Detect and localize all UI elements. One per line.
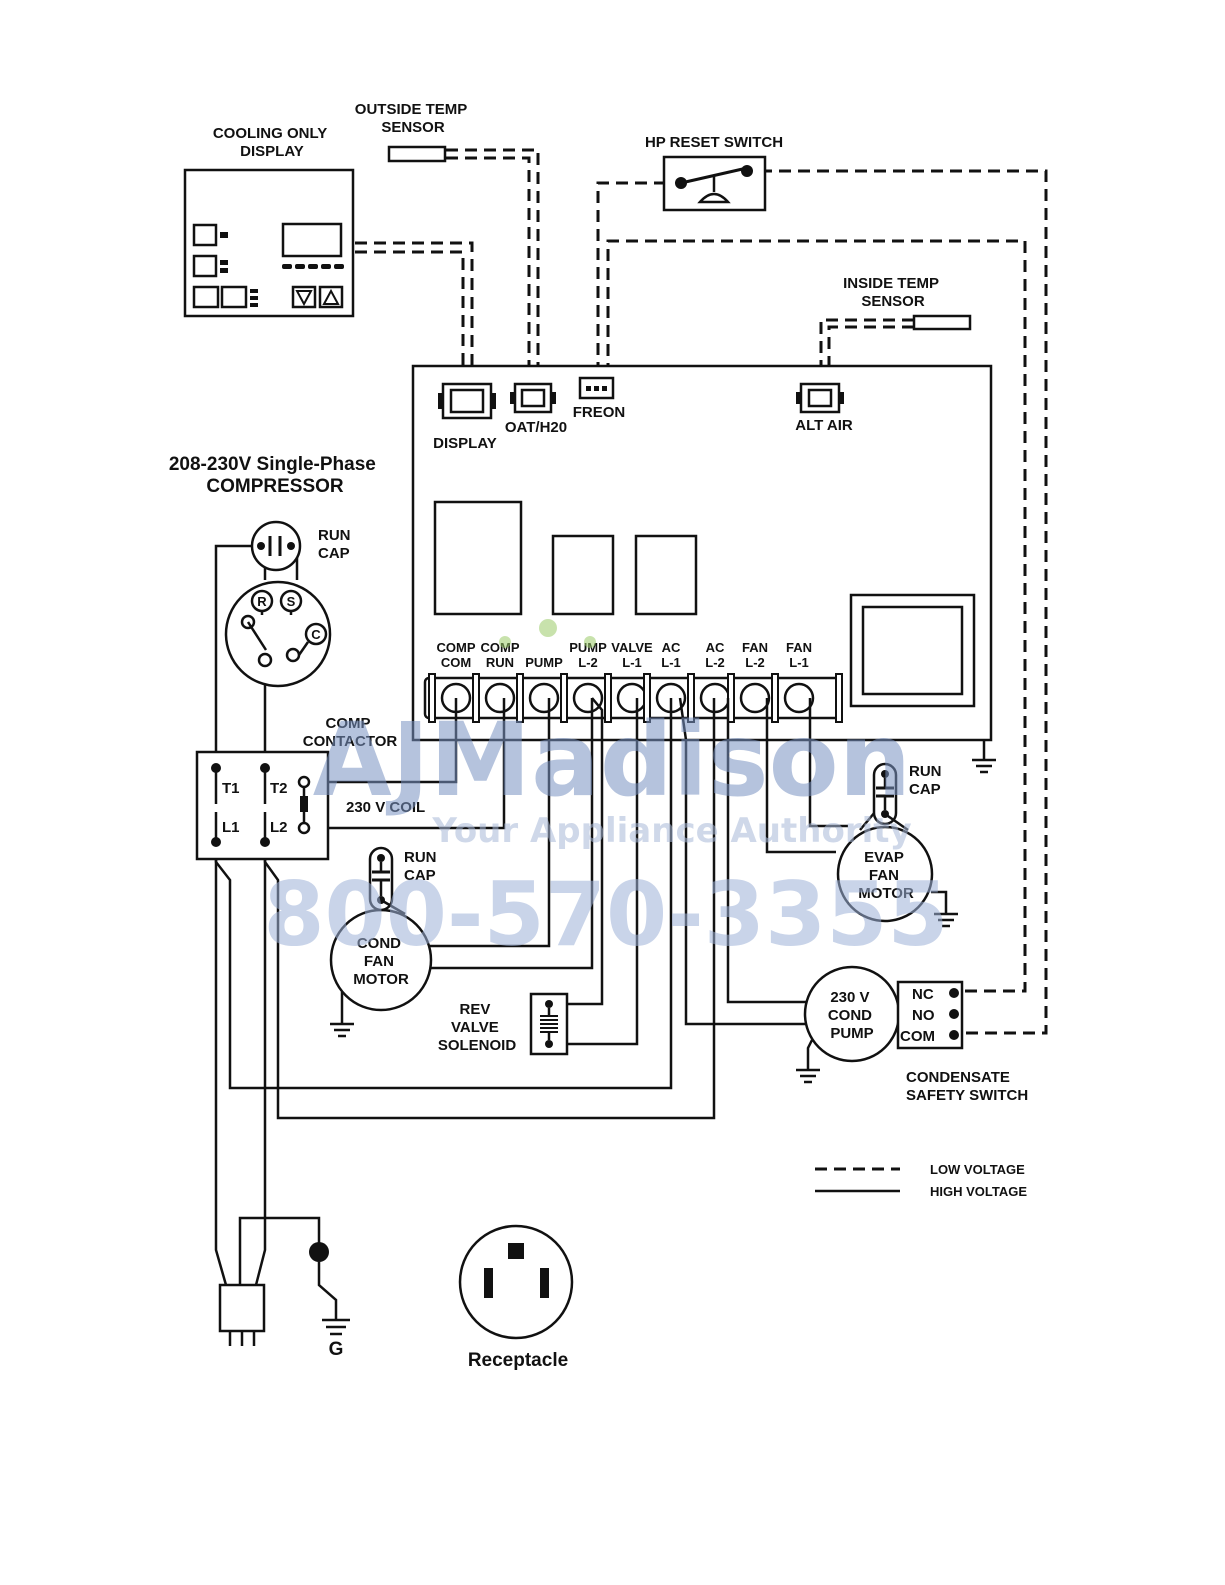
alt-air-connector [796, 382, 844, 414]
freon-connector-label: FREON [573, 404, 626, 421]
t1-label: T1 [222, 780, 240, 797]
coil-label: 230 V COIL [346, 799, 425, 816]
cond-fan-run-cap-label: RUN CAP [404, 849, 441, 884]
hp-reset-switch [662, 155, 767, 212]
inside-sensor-label: INSIDE TEMP SENSOR [843, 275, 943, 310]
freon-connector [578, 376, 615, 400]
legend-low-label: LOW VOLTAGE [930, 1162, 1025, 1177]
contactor-label: COMP CONTACTOR [303, 715, 398, 750]
terminal-divider [428, 673, 436, 723]
watermark: AJMadison Your Appliance Authority 800-5… [263, 619, 949, 966]
condensate-label: CONDENSATE SAFETY SWITCH [906, 1069, 1028, 1104]
display-connector-label: DISPLAY [433, 435, 497, 452]
cap-s-label: S [287, 594, 296, 609]
cond-pump-label: 230 V COND PUMP [828, 989, 876, 1042]
evap-fan-label: EVAP FAN MOTOR [858, 849, 914, 902]
compressor-contactor [195, 750, 330, 861]
terminal-screw [572, 682, 604, 714]
legend-high-label: HIGH VOLTAGE [930, 1184, 1027, 1199]
terminal-divider [643, 673, 651, 723]
terminal-divider [835, 673, 843, 723]
receptacle [458, 1224, 574, 1340]
power-plug [218, 1216, 350, 1346]
t2-label: T2 [270, 780, 288, 797]
rev-valve-label: REV VALVE SOLENOID [438, 1001, 517, 1054]
terminal-label: L-2 [578, 655, 598, 670]
compressor-title: 208-230V Single-Phase COMPRESSOR [169, 454, 381, 497]
receptacle-label: Receptacle [468, 1350, 568, 1371]
terminal-label: L-2 [705, 655, 725, 670]
switch-com-label: COM [900, 1028, 935, 1045]
outside-temp-sensor [387, 145, 447, 163]
l2-label: L2 [270, 819, 288, 836]
display-connector [438, 382, 496, 420]
oat-connector-label: OAT/H20 [505, 419, 567, 436]
terminal-divider [516, 673, 524, 723]
terminal-label: COM [441, 655, 471, 670]
terminal-label: AC [706, 640, 725, 655]
cooling-display-unit [183, 168, 355, 318]
terminal-labels: COMPCOMCOMPRUNPUMPPUMPL-2VALVEL-1ACL-1AC… [437, 640, 813, 670]
switch-nc-label: NC [912, 986, 934, 1003]
cap-r-label: R [257, 594, 267, 609]
cond-pump [796, 965, 901, 1084]
terminal-label: VALVE [611, 640, 653, 655]
terminal-label: L-1 [622, 655, 642, 670]
terminal-screw [528, 682, 560, 714]
terminal-divider [687, 673, 695, 723]
terminal-label: COMP [437, 640, 476, 655]
alt-air-connector-label: ALT AIR [795, 417, 853, 434]
terminal-label: FAN [786, 640, 812, 655]
terminal-label: RUN [486, 655, 514, 670]
watermark-brand: AJMadison [313, 701, 912, 820]
terminal-label: FAN [742, 640, 768, 655]
terminal-screw [739, 682, 771, 714]
terminal-divider [771, 673, 779, 723]
condensate-safety-switch [896, 980, 964, 1050]
terminal-screw [783, 682, 815, 714]
compressor-run-cap-label: RUN CAP [318, 527, 355, 562]
compressor [224, 520, 332, 688]
terminal-screw [484, 682, 516, 714]
terminal-label: L-1 [789, 655, 809, 670]
watermark-phone: 800-570-3355 [263, 863, 948, 966]
rev-valve-solenoid [529, 992, 569, 1056]
terminal-label: L-2 [745, 655, 765, 670]
cond-fan-motor [329, 846, 433, 1038]
ground-label: G [329, 1339, 344, 1360]
low-voltage-wiring [355, 148, 1048, 1035]
cooling-display-label: COOLING ONLY DISPLAY [213, 125, 331, 160]
terminal-label: AC [662, 640, 681, 655]
cond-fan-label: COND FAN MOTOR [353, 935, 409, 988]
legend [815, 1167, 900, 1193]
hp-reset-label: HP RESET SWITCH [645, 134, 783, 151]
terminal-label: PUMP [525, 655, 563, 670]
switch-no-label: NO [912, 1007, 935, 1024]
terminal-label: L-1 [661, 655, 681, 670]
oat-connector [510, 382, 556, 414]
terminal-divider [472, 673, 480, 723]
watermark-tagline: Your Appliance Authority [431, 811, 911, 851]
outside-sensor-label: OUTSIDE TEMP SENSOR [355, 101, 471, 136]
inside-temp-sensor [912, 314, 972, 331]
terminal-divider [604, 673, 612, 723]
evap-fan-motor [836, 762, 958, 928]
l1-label: L1 [222, 819, 240, 836]
terminal-divider [560, 673, 568, 723]
evap-fan-run-cap-label: RUN CAP [909, 763, 946, 798]
cap-c-label: C [311, 627, 321, 642]
